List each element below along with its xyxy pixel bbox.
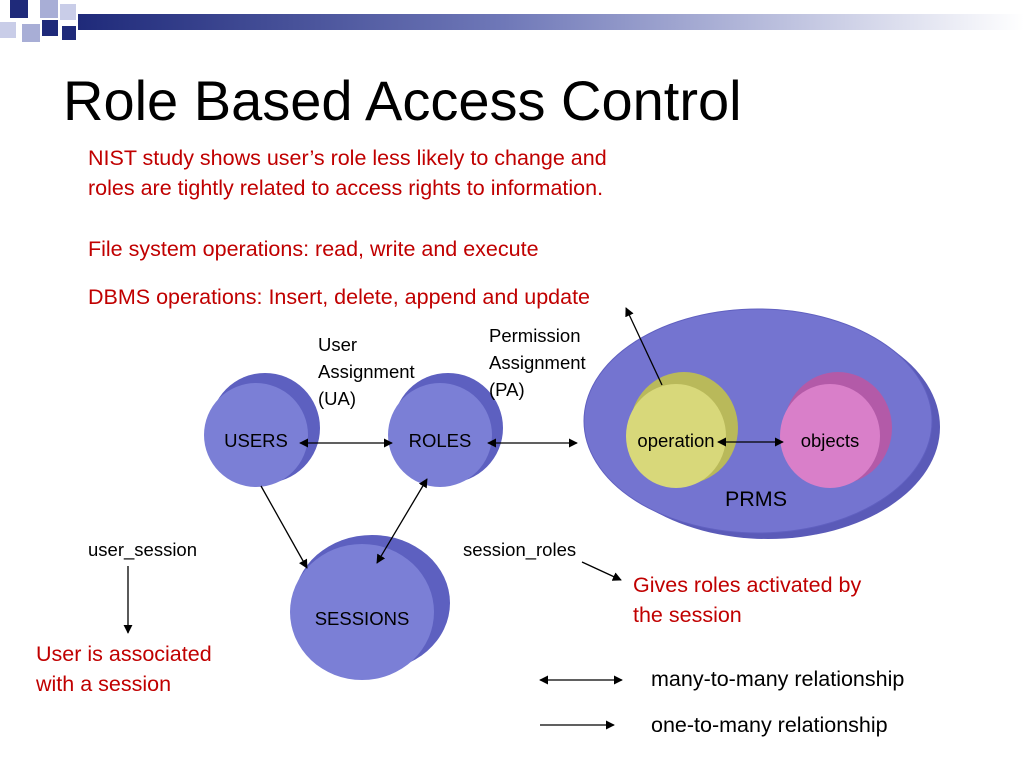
session-roles-note-line-2: the session: [633, 603, 742, 627]
prms-label: PRMS: [724, 487, 788, 511]
objects-circle: [780, 372, 892, 488]
page-title: Role Based Access Control: [63, 69, 742, 132]
pa-label-line-2: Assignment: [489, 352, 586, 373]
sessions-label: SESSIONS: [314, 608, 410, 629]
users-circle: [204, 373, 320, 487]
intro-line-2: roles are tightly related to access righ…: [88, 176, 604, 200]
dbms-operations-text: DBMS operations: Insert, delete, append …: [88, 285, 591, 309]
decorative-header-bar: [0, 0, 1024, 42]
user-session-note-line-1: User is associated: [36, 642, 212, 666]
intro-line-1: NIST study shows user’s role less likely…: [88, 146, 607, 170]
roles-circle: [388, 373, 503, 487]
session-roles-label: session_roles: [463, 539, 577, 560]
operation-dbms-arrow: [625, 307, 663, 386]
objects-label: objects: [800, 430, 860, 451]
session-roles-note-arrow: [581, 561, 622, 581]
operation-label: operation: [637, 430, 715, 451]
operation-circle: [626, 372, 738, 488]
user-session-label: user_session: [88, 539, 198, 560]
roles-sessions-arrow: [376, 478, 428, 564]
session-roles-note-line-1: Gives roles activated by: [633, 573, 862, 597]
ua-label-line-3: (UA): [318, 388, 357, 409]
pa-label-line-3: (PA): [489, 379, 525, 400]
roles-label: ROLES: [408, 430, 472, 451]
ua-label-line-2: Assignment: [318, 361, 415, 382]
users-label: USERS: [224, 430, 288, 451]
sessions-circle: [290, 535, 450, 680]
legend-one-to-many-label: one-to-many relationship: [651, 713, 888, 737]
users-sessions-arrow: [260, 485, 308, 569]
ua-label-line-1: User: [318, 334, 358, 355]
user-session-note-line-2: with a session: [36, 672, 172, 696]
file-operations-text: File system operations: read, write and …: [88, 237, 539, 261]
pa-label-line-1: Permission: [489, 325, 581, 346]
legend-many-to-many-label: many-to-many relationship: [651, 667, 905, 691]
